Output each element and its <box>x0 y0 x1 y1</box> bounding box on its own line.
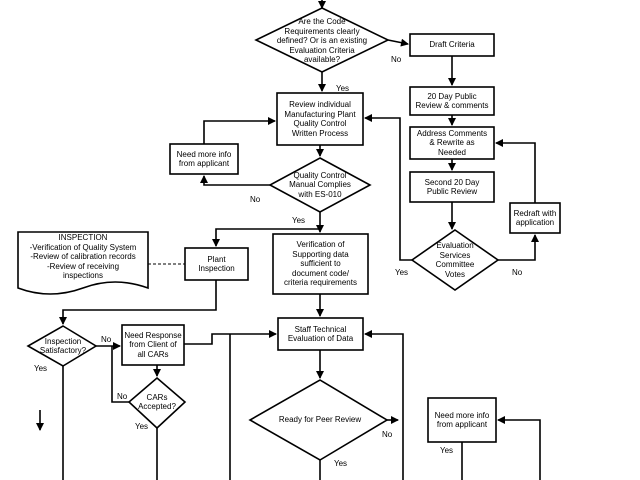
edge-mid-return <box>364 330 404 480</box>
edge-label-yes-qc: Yes <box>292 216 306 225</box>
label-inspection-satisfactory: Inspection Satisfactory? <box>39 336 87 356</box>
edge-label-no-cars: No <box>117 392 128 401</box>
edge-label-no-code: No <box>391 55 402 64</box>
edge-response-to-staff <box>184 330 277 345</box>
label-second-public-review: Second 20 Day Public Review <box>424 177 480 197</box>
edge-qc-to-plant <box>212 228 320 247</box>
label-cars-accepted: CARs Accepted? <box>138 392 176 412</box>
edge-label-yes-info2: Yes <box>440 446 454 455</box>
edge-label-yes-inspection: Yes <box>34 364 48 373</box>
label-inspection-notes: INSPECTION -Verification of Quality Syst… <box>29 233 137 281</box>
edge-cars-no-back <box>111 346 129 403</box>
label-need-more-info-1: Need more info from applicant <box>176 149 232 169</box>
edge-redraft-to-address <box>495 139 536 203</box>
edge-committee-no-to-redraft <box>498 234 539 261</box>
label-qc-manual: Quality Control Manual Complies with ES-… <box>289 170 351 199</box>
edge-label-yes-committee: Yes <box>395 268 409 277</box>
edge-label-no-qc: No <box>250 195 261 204</box>
edge-qc-no-to-info <box>200 175 270 186</box>
label-need-response: Need Response from Client of all CARs <box>124 330 182 359</box>
edge-label-no-inspection: No <box>101 335 112 344</box>
document-inspection-notes <box>17 231 149 295</box>
label-draft-criteria: Draft Criteria <box>429 40 475 50</box>
label-code-requirements: Are the Code Requirements clearly define… <box>276 17 368 65</box>
edge-code-no <box>387 38 409 47</box>
edge-committee-yes-to-review <box>364 114 412 261</box>
label-verification: Verification of Supporting data sufficie… <box>284 240 357 288</box>
edge-plant-to-inspection-decision <box>59 280 217 325</box>
edge-label-yes-code: Yes <box>336 84 350 93</box>
box-need-response <box>121 324 185 366</box>
edge-info-to-review <box>203 117 276 144</box>
label-plant-inspection: Plant Inspection <box>198 254 235 274</box>
label-staff-technical: Staff Technical Evaluation of Data <box>287 324 354 344</box>
label-evaluation-committee: Evaluation Services Committee Votes <box>435 241 475 279</box>
decision-evaluation-committee <box>410 229 500 291</box>
edge-label-no-committee: No <box>512 268 523 277</box>
label-need-more-info-2: Need more info from applicant <box>434 410 490 430</box>
edge-right-return <box>497 416 541 480</box>
edge-label-yes-peer: Yes <box>334 459 348 468</box>
label-public-review: 20 Day Public Review & comments <box>415 91 489 111</box>
edge-label-no-peer: No <box>382 430 393 439</box>
edge-label-yes-cars: Yes <box>135 422 149 431</box>
label-review-manufacturing: Review individual Manufacturing Plant Qu… <box>284 100 356 138</box>
label-peer-review: Ready for Peer Review <box>278 415 362 425</box>
label-redraft: Redraft with application <box>513 208 557 228</box>
label-address-comments: Address Comments & Rewrite as Needed <box>416 128 488 157</box>
